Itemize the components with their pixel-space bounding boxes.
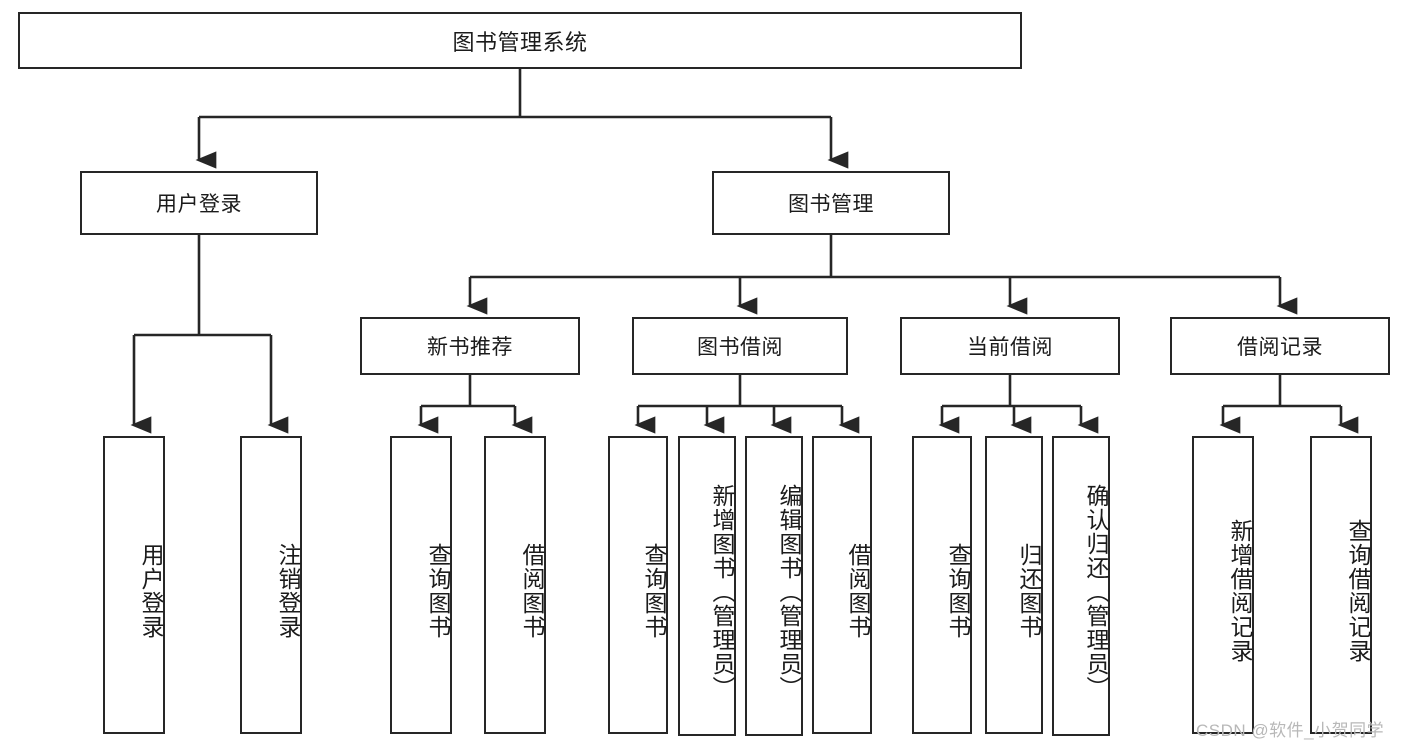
node-root-label: 图书管理系统 <box>452 29 588 55</box>
node-leaf-logout[interactable]: 注销登录 <box>240 436 302 734</box>
node-leaf-add-book[interactable]: 新增图书（管理员） <box>678 436 736 736</box>
node-book-borrow[interactable]: 图书借阅 <box>632 317 848 375</box>
node-leaf-edit-book[interactable]: 编辑图书（管理员） <box>745 436 803 736</box>
node-current-borrow[interactable]: 当前借阅 <box>900 317 1120 375</box>
node-leaf-query-book-1[interactable]: 查询图书 <box>390 436 452 734</box>
node-leaf-logout-label: 注销登录 <box>275 543 301 639</box>
node-leaf-borrow-book-1[interactable]: 借阅图书 <box>484 436 546 734</box>
node-leaf-user-login[interactable]: 用户登录 <box>103 436 165 734</box>
node-leaf-add-record[interactable]: 新增借阅记录 <box>1192 436 1254 734</box>
node-book-manage[interactable]: 图书管理 <box>712 171 950 235</box>
node-leaf-user-login-label: 用户登录 <box>138 543 164 639</box>
node-new-book-recommend[interactable]: 新书推荐 <box>360 317 580 375</box>
node-leaf-borrow-book-2-label: 借阅图书 <box>845 543 871 639</box>
node-new-book-recommend-label: 新书推荐 <box>427 336 513 359</box>
node-book-borrow-label: 图书借阅 <box>697 336 783 359</box>
node-leaf-query-book-3-label: 查询图书 <box>945 543 971 639</box>
node-leaf-borrow-book-2[interactable]: 借阅图书 <box>812 436 872 734</box>
node-leaf-query-book-1-label: 查询图书 <box>425 543 451 639</box>
node-leaf-add-book-label: 新增图书（管理员） <box>709 484 735 700</box>
node-borrow-record-label: 借阅记录 <box>1237 336 1323 359</box>
node-borrow-record[interactable]: 借阅记录 <box>1170 317 1390 375</box>
node-leaf-return-book-label: 归还图书 <box>1016 543 1042 639</box>
node-book-manage-label: 图书管理 <box>788 193 874 216</box>
node-leaf-query-book-2[interactable]: 查询图书 <box>608 436 668 734</box>
node-leaf-borrow-book-1-label: 借阅图书 <box>519 543 545 639</box>
node-leaf-query-record-label: 查询借阅记录 <box>1345 519 1371 663</box>
node-leaf-edit-book-label: 编辑图书（管理员） <box>776 484 802 700</box>
node-current-borrow-label: 当前借阅 <box>967 336 1053 359</box>
node-leaf-add-record-label: 新增借阅记录 <box>1227 519 1253 663</box>
node-leaf-confirm-return[interactable]: 确认归还（管理员） <box>1052 436 1110 736</box>
node-leaf-confirm-return-label: 确认归还（管理员） <box>1083 484 1109 700</box>
csdn-watermark: CSDN @软件_小贺同学 <box>1196 716 1384 741</box>
node-user-login-label: 用户登录 <box>156 193 242 216</box>
node-leaf-return-book[interactable]: 归还图书 <box>985 436 1043 734</box>
node-leaf-query-book-3[interactable]: 查询图书 <box>912 436 972 734</box>
node-leaf-query-record[interactable]: 查询借阅记录 <box>1310 436 1372 734</box>
node-leaf-query-book-2-label: 查询图书 <box>641 543 667 639</box>
node-user-login[interactable]: 用户登录 <box>80 171 318 235</box>
csdn-watermark-text: CSDN @软件_小贺同学 <box>1196 721 1385 740</box>
node-root[interactable]: 图书管理系统 <box>18 12 1022 69</box>
